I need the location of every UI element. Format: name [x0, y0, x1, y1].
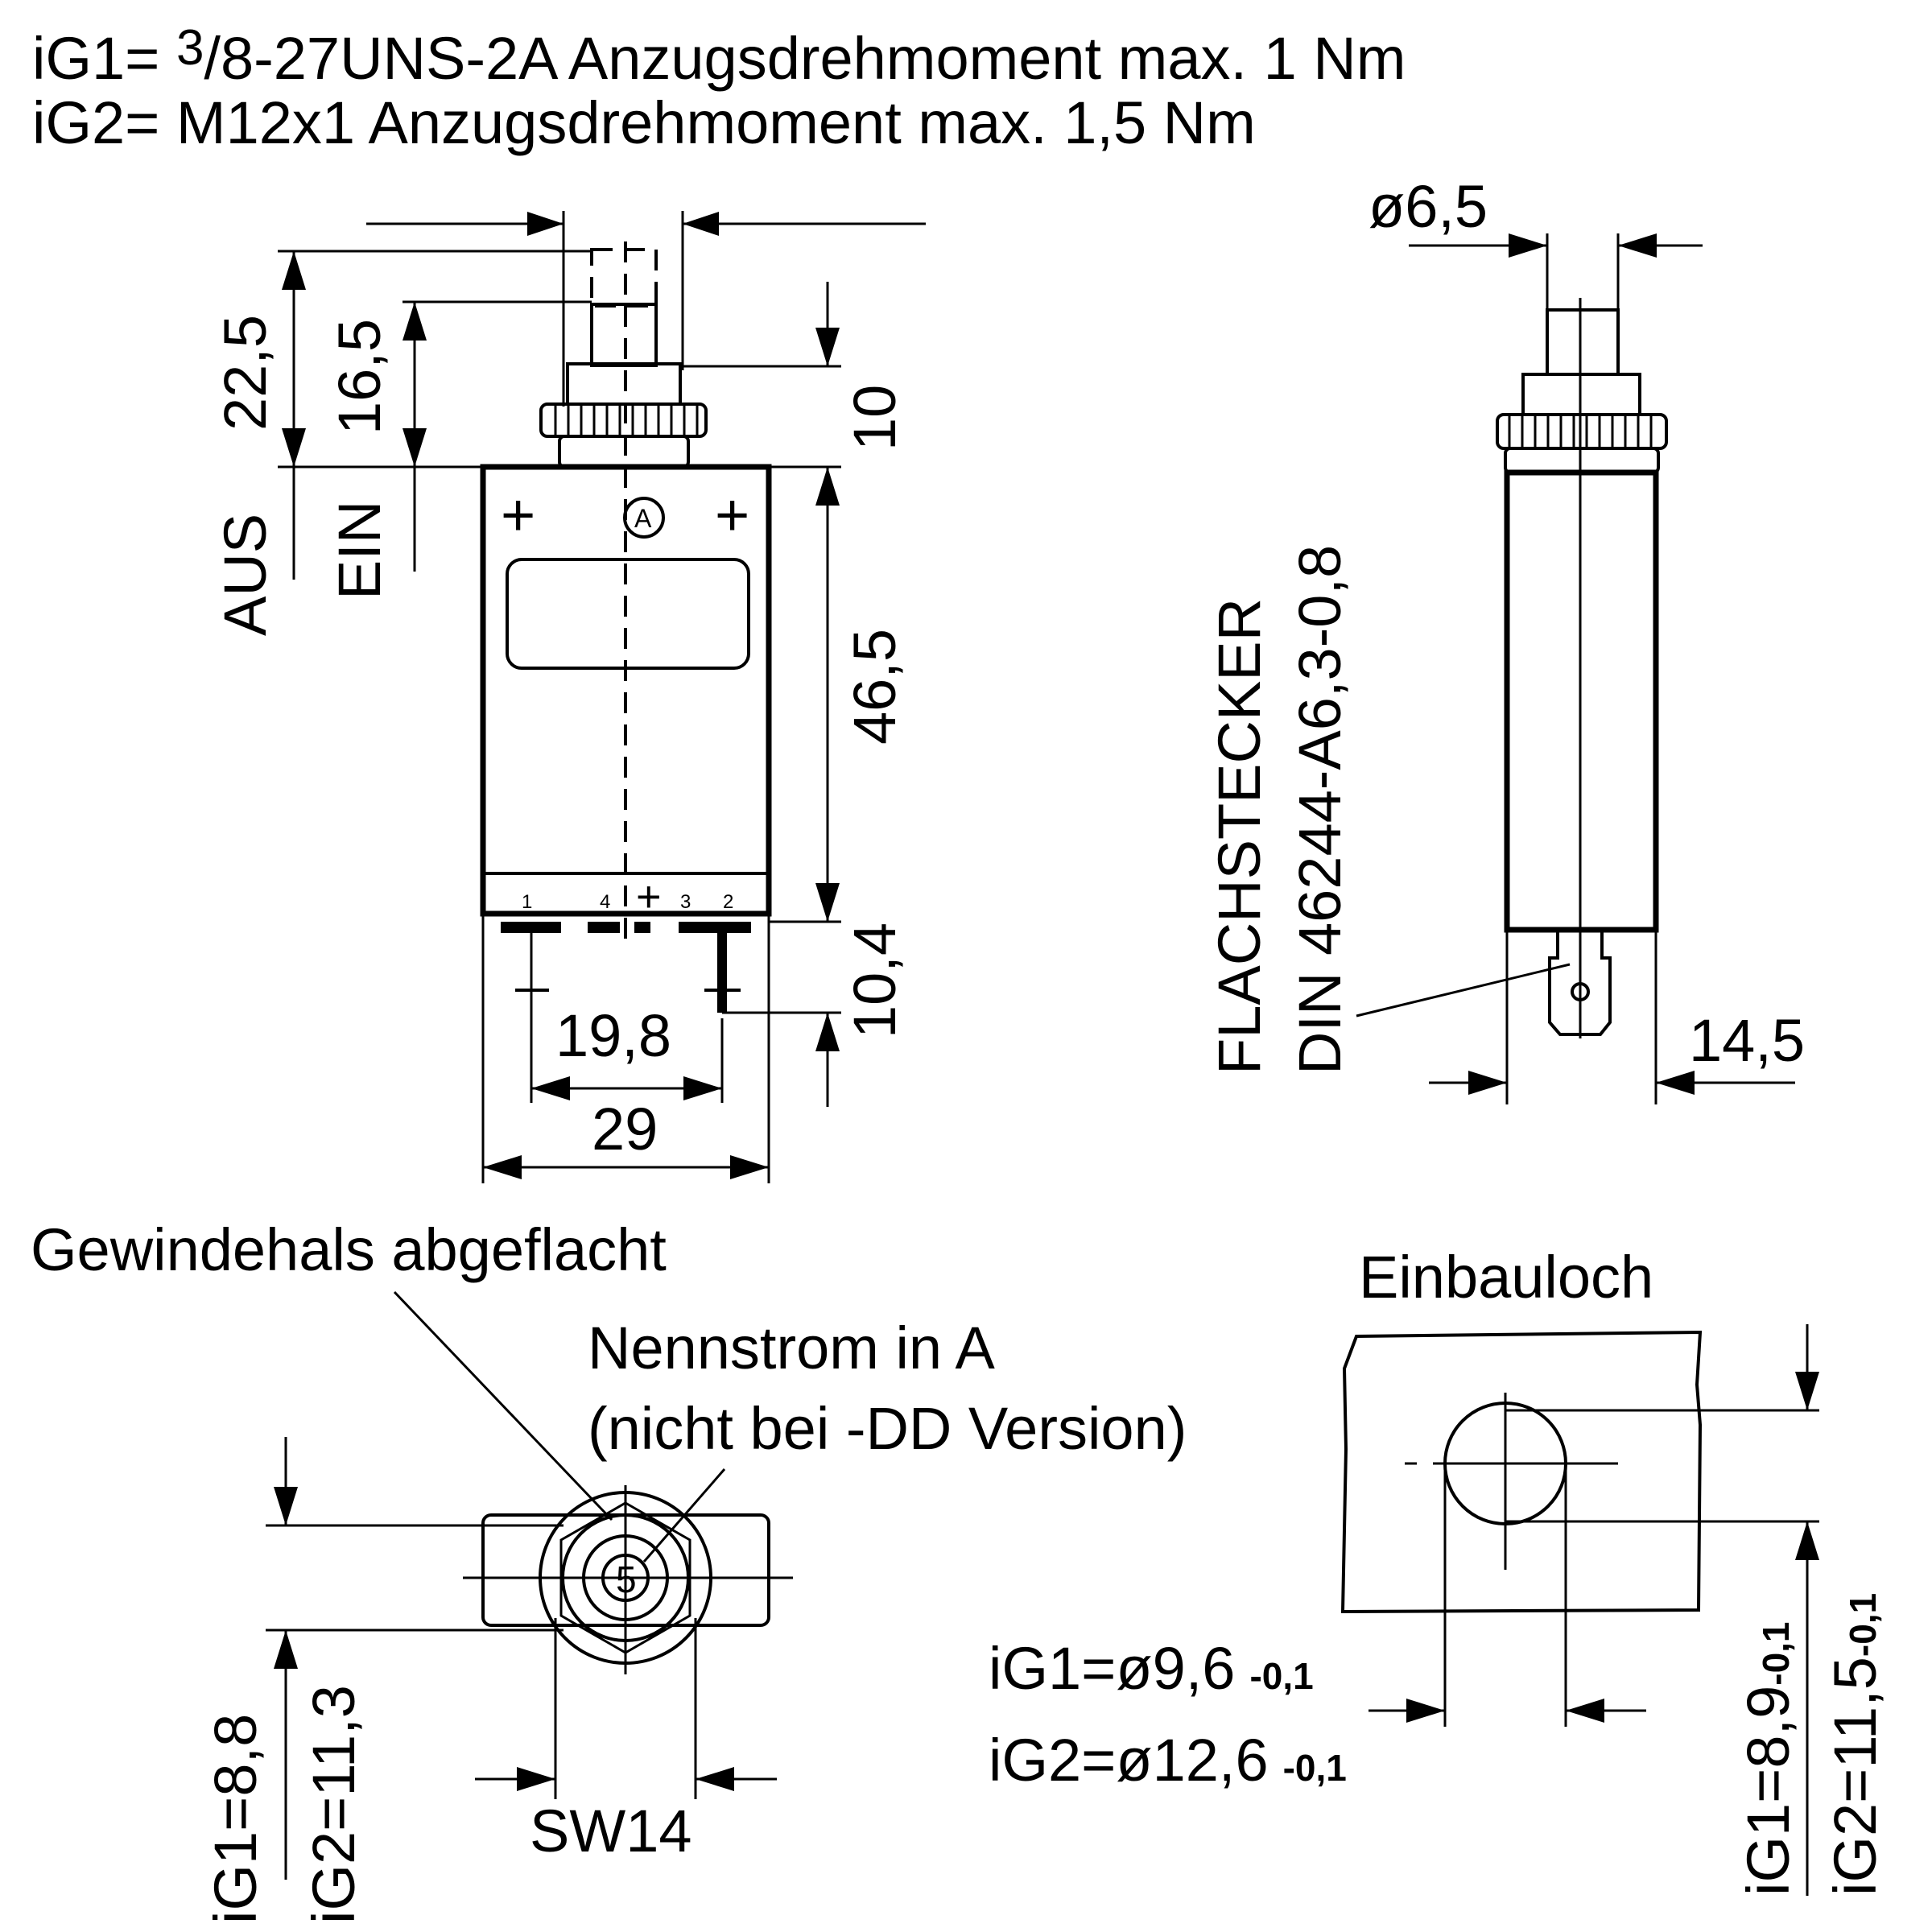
label-on: EIN [326, 501, 393, 600]
side-view: FLACHSTECKER DIN 46244-A6,3-0,8 ø6,5 14,… [1206, 173, 1805, 1104]
panel-outline [1340, 1330, 1703, 1614]
knurled-nut [539, 402, 708, 438]
terminal-1-label: 1 [522, 891, 532, 913]
dim-width: 14,5 [1689, 1007, 1805, 1074]
front-view: + + A 1 4 + 3 2 22,5 [212, 211, 926, 1183]
plus-right: + [715, 481, 749, 548]
leader-neck [393, 1290, 613, 1521]
label-off: AUS [212, 514, 279, 636]
panel-cutout: Einbauloch iG1=ø9,6-0,1 iG2=ø12,6-0,1 iG… [989, 1244, 1889, 1896]
dim-body-width: 29 [592, 1096, 658, 1162]
dim-neck: 10 [841, 385, 908, 451]
terminal-3-label: 3 [680, 891, 691, 913]
plus-bottom: + [636, 873, 662, 921]
note-rating-1: Nennstrom in A [588, 1315, 996, 1381]
note-neck: Gewindehals abgeflacht [31, 1216, 667, 1283]
plus-left: + [501, 481, 535, 548]
connector-norm: DIN 46244-A6,3-0,8 [1286, 545, 1353, 1075]
cutout-ig2: iG2=ø12,6-0,1 [989, 1727, 1347, 1794]
dim-pin-spacing: 19,8 [555, 1002, 671, 1069]
cutout-vert-ig1: iG1=8,9-0,1 [1735, 1621, 1802, 1896]
dim-total-height: 22,5 [212, 315, 279, 431]
side-hex-nut [1504, 447, 1660, 474]
wrench-size: SW14 [530, 1798, 692, 1864]
dim-ig1-height: iG1=8,8 [202, 1714, 269, 1924]
dim-ig2-height: iG2=11,3 [300, 1685, 367, 1924]
cutout-vert-ig2: iG2=11,5-0,1 [1822, 1593, 1889, 1896]
dim-button-height: 16,5 [326, 319, 393, 435]
connector-leader [1356, 963, 1571, 1018]
flat-connector [1548, 930, 1612, 1036]
label-window [506, 558, 750, 670]
current-badge [623, 497, 665, 539]
terminal-2-label: 2 [723, 891, 733, 913]
dim-terminals: 10,4 [841, 923, 908, 1038]
note-rating-2: (nicht bei -DD Version) [588, 1395, 1187, 1462]
header-line-1: iG1= 3/8-27UNS-2A Anzugsdrehmoment max. … [32, 20, 1406, 92]
cutout-title: Einbauloch [1359, 1244, 1653, 1311]
dim-diameter: ø6,5 [1368, 173, 1488, 240]
cutout-ig1: iG1=ø9,6-0,1 [989, 1635, 1314, 1702]
connector-label: FLACHSTECKER [1206, 598, 1273, 1075]
header-line-2: iG2= M12x1 Anzugsdrehmoment max. 1,5 Nm [32, 89, 1256, 156]
terminal-4-label: 4 [600, 891, 610, 913]
side-button [1546, 308, 1620, 376]
current-badge-letter: A [634, 504, 652, 533]
top-view: Gewindehals abgeflacht Nennstrom in A (n… [31, 1216, 1187, 1924]
dim-body-height: 46,5 [841, 629, 908, 745]
